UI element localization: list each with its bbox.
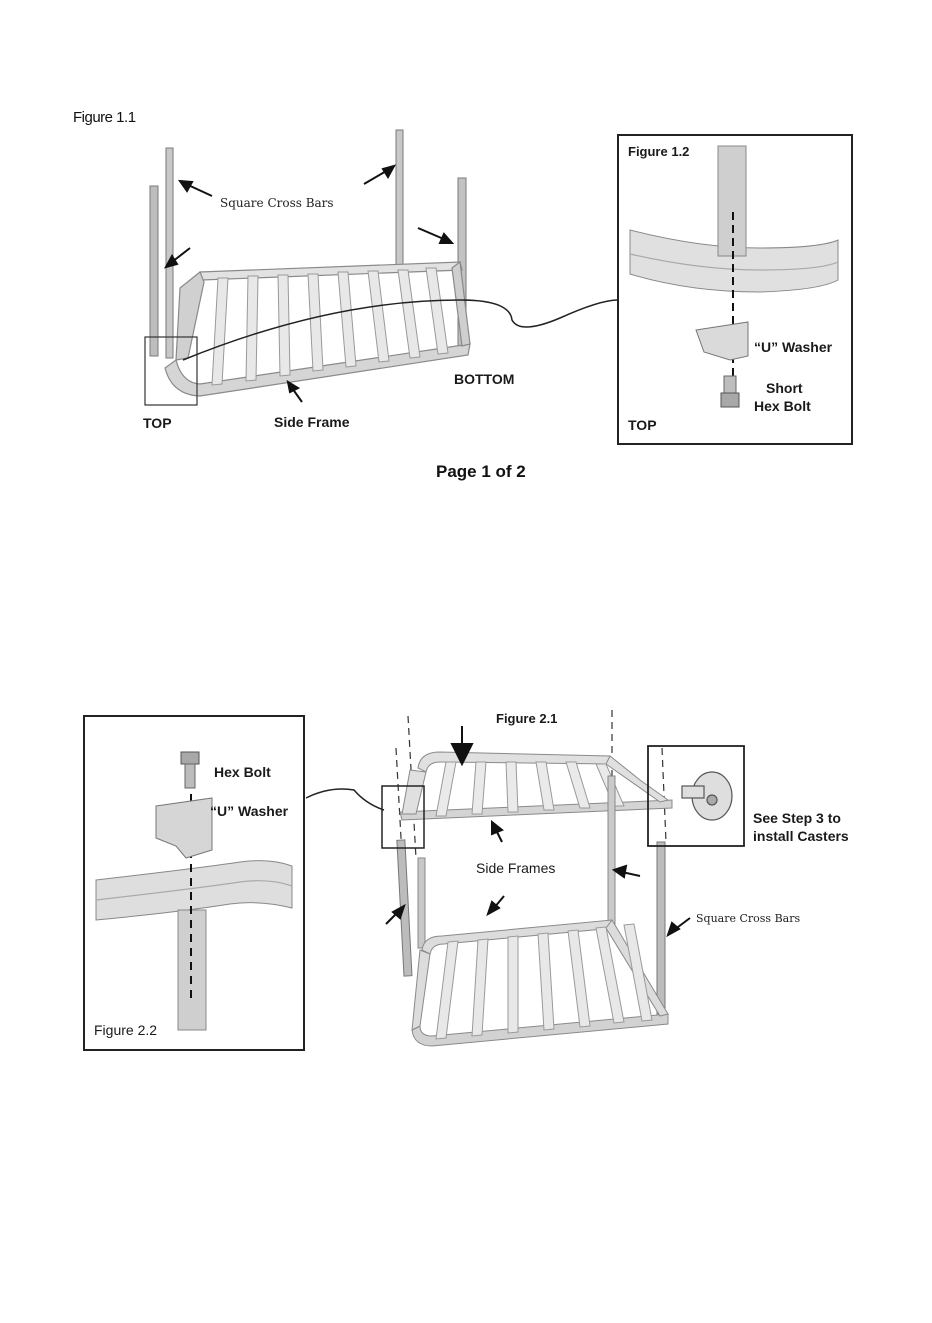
label-top-1: TOP	[143, 415, 172, 431]
page-number: Page 1 of 2	[436, 462, 526, 482]
label-side-frame: Side Frame	[274, 414, 349, 430]
fig-2-1-rack	[306, 710, 744, 1046]
callout-connector-2	[306, 789, 384, 810]
label-install-casters: install Casters	[753, 828, 849, 844]
figure-2-2-box	[83, 715, 305, 1051]
label-side-frames: Side Frames	[476, 860, 555, 876]
label-hex-bolt-1: Hex Bolt	[754, 398, 811, 414]
caster-icon	[682, 772, 732, 820]
label-u-washer-1: “U” Washer	[754, 339, 832, 355]
label-square-cross-bars-1: Square Cross Bars	[220, 196, 334, 210]
label-top-2: TOP	[628, 417, 657, 433]
label-bottom: BOTTOM	[454, 371, 514, 387]
label-hex-bolt-2: Hex Bolt	[214, 764, 271, 780]
label-u-washer-2: “U” Washer	[210, 803, 288, 819]
figure-1-2-title: Figure 1.2	[628, 144, 689, 159]
rack-frame-top	[150, 130, 466, 358]
label-square-cross-bars-2: Square Cross Bars	[696, 912, 800, 925]
label-see-step-3: See Step 3 to	[753, 810, 841, 826]
figure-2-2-title: Figure 2.2	[94, 1022, 157, 1038]
label-short: Short	[766, 380, 803, 396]
figure-2-1-title: Figure 2.1	[496, 711, 557, 726]
figure-1-2-box	[617, 134, 853, 445]
